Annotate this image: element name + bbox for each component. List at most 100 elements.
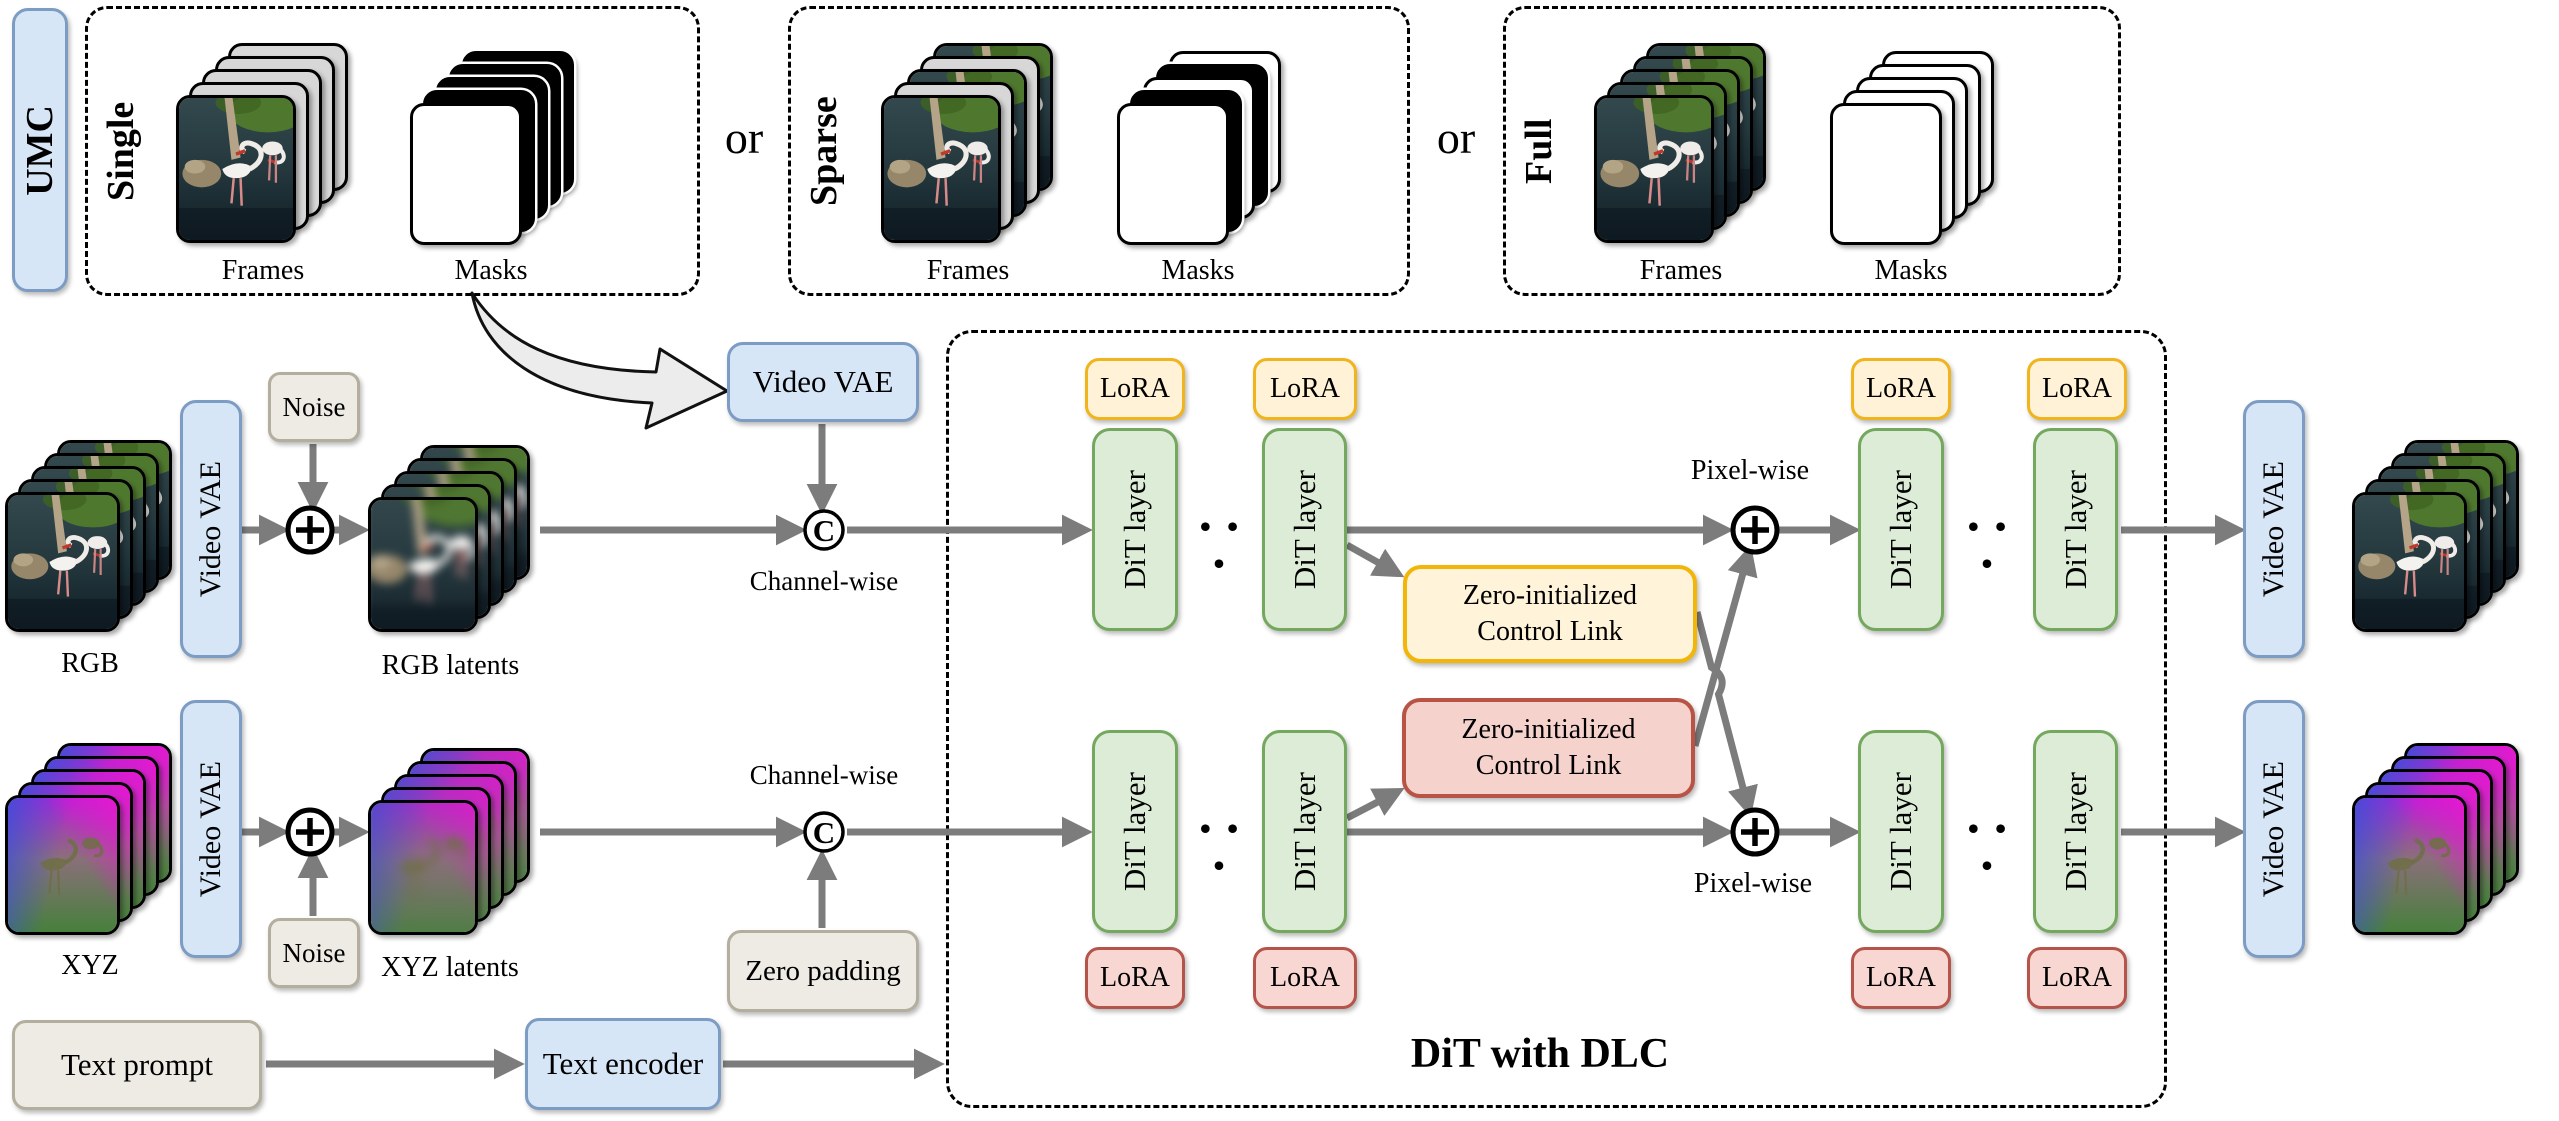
condition-box-full: Full <box>1503 6 2121 296</box>
text-encoder-box: Text encoder <box>525 1018 721 1110</box>
control-link-red-line2: Control Link <box>1475 750 1622 781</box>
video-vae-rgb-in-label: Video VAE <box>194 460 227 598</box>
single-frames-label: Frames <box>221 255 305 286</box>
video-vae-xyz-out: Video VAE <box>2243 700 2305 958</box>
dit-layer-rgb-2-label: DiT layer <box>1286 469 1322 590</box>
full-masks-label: Masks <box>1874 255 1948 286</box>
video-vae-rgb-out: Video VAE <box>2243 400 2305 658</box>
dit-dlc-box <box>946 330 2167 1108</box>
control-link-red-line1: Zero-initialized <box>1461 713 1636 745</box>
lora-rgb-3-label: LoRA <box>1866 373 1936 404</box>
ellipsis-rgb-left: • • • <box>1199 508 1243 581</box>
stack-frame-photo <box>881 95 1001 243</box>
video-vae-rgb-out-label: Video VAE <box>2257 460 2290 598</box>
rgb-input-stack <box>5 440 172 632</box>
xyz-input-stack <box>5 743 172 935</box>
rgb-output-stack <box>2352 440 2519 632</box>
video-vae-xyz-in-label: Video VAE <box>194 760 227 898</box>
rgb-latents-label: RGB latents <box>381 650 520 681</box>
single-masks-stack <box>410 51 574 245</box>
condition-sparse-label: Sparse <box>803 96 845 206</box>
lora-xyz-4: LoRA <box>2027 947 2127 1009</box>
umc-to-vae-curved-arrow <box>470 291 729 430</box>
lora-xyz-4-label: LoRA <box>2042 962 2112 993</box>
video-vae-condition: Video VAE <box>727 342 919 422</box>
stack-frame-photo <box>176 95 296 243</box>
text-encoder-label: Text encoder <box>542 1046 704 1081</box>
video-vae-rgb-in: Video VAE <box>180 400 242 658</box>
stack-frame-white <box>410 103 522 245</box>
svg-text:C: C <box>813 513 835 548</box>
dit-layer-xyz-1-label: DiT layer <box>1117 771 1152 892</box>
umc-badge: UMC <box>12 8 68 292</box>
single-frames-stack <box>176 43 348 243</box>
stack-frame-latent-xyz <box>368 800 478 935</box>
stack-frame-photo <box>1594 95 1714 243</box>
lora-xyz-3-label: LoRA <box>1866 962 1936 993</box>
lora-xyz-2: LoRA <box>1253 947 1357 1009</box>
add-circle-xyz-noise <box>285 807 335 857</box>
add-circle-rgb-noise <box>285 505 335 555</box>
lora-rgb-4: LoRA <box>2027 358 2127 420</box>
video-vae-xyz-in: Video VAE <box>180 700 242 958</box>
dit-layer-xyz-3-label: DiT layer <box>1883 771 1918 892</box>
lora-rgb-3: LoRA <box>1851 358 1951 420</box>
dit-layer-xyz-2: DiT layer <box>1262 730 1347 933</box>
pixel-wise-label-bottom: Pixel-wise <box>1693 868 1813 899</box>
noise-rgb-label: Noise <box>282 391 346 422</box>
concat-symbols: C C <box>803 509 845 853</box>
stack-frame-xyz <box>5 795 120 935</box>
condition-box-single: Single Frames Masks <box>85 6 700 296</box>
dit-layer-xyz-1: DiT layer <box>1092 730 1178 933</box>
stack-frame-latent-photo <box>368 497 478 632</box>
xyz-input-label: XYZ <box>61 950 119 981</box>
dit-dlc-title: DiT with DLC <box>1410 1031 1670 1077</box>
control-link-yellow: Zero-initialized Control Link <box>1403 565 1697 663</box>
lora-rgb-2-label: LoRA <box>1270 373 1340 404</box>
concat-circle-top: C <box>803 509 845 551</box>
control-link-red-label: Zero-initialized Control Link <box>1461 712 1635 785</box>
dit-layer-rgb-4-label: DiT layer <box>2057 469 2093 590</box>
lora-xyz-1-label: LoRA <box>1100 962 1170 993</box>
noise-box-rgb: Noise <box>268 372 360 442</box>
lora-xyz-2-label: LoRA <box>1270 962 1340 993</box>
rgb-input-label: RGB <box>61 648 119 679</box>
dit-layer-rgb-3-label: DiT layer <box>1883 469 1918 590</box>
ellipsis-rgb-right: • • • <box>1967 508 2011 581</box>
xyz-latents-label: XYZ latents <box>381 952 519 983</box>
single-masks-label: Masks <box>454 255 528 286</box>
dit-layer-rgb-2: DiT layer <box>1262 428 1347 631</box>
lora-rgb-4-label: LoRA <box>2042 373 2112 404</box>
condition-box-sparse: Sparse <box>788 6 1410 296</box>
sparse-masks-label: Masks <box>1161 255 1235 286</box>
stack-frame-white <box>1830 103 1942 245</box>
ellipsis-xyz-left: • • • <box>1199 810 1243 883</box>
control-link-yellow-line2: Control Link <box>1477 616 1623 647</box>
stack-frame-xyz <box>2352 795 2467 935</box>
dit-layer-xyz-2-label: DiT layer <box>1286 771 1322 892</box>
dit-layer-rgb-3: DiT layer <box>1858 428 1944 631</box>
lora-xyz-1: LoRA <box>1085 947 1185 1009</box>
or-label-1: or <box>724 112 764 163</box>
dit-layer-xyz-4-label: DiT layer <box>2057 771 2093 892</box>
stack-frame-photo <box>5 492 120 632</box>
text-prompt-label: Text prompt <box>61 1047 213 1082</box>
umc-label: UMC <box>19 104 61 196</box>
noise-box-xyz: Noise <box>268 918 360 988</box>
dit-layer-rgb-1-label: DiT layer <box>1117 469 1152 590</box>
pixel-wise-label-top: Pixel-wise <box>1690 455 1810 486</box>
svg-text:C: C <box>813 815 835 850</box>
lora-rgb-2: LoRA <box>1253 358 1357 420</box>
dit-layer-xyz-4: DiT layer <box>2033 730 2118 933</box>
zero-padding-label: Zero padding <box>745 954 901 987</box>
noise-xyz-label: Noise <box>282 937 346 968</box>
sparse-masks-stack <box>1117 51 1281 245</box>
stack-frame-photo <box>2352 492 2467 632</box>
concat-circle-bottom: C <box>803 811 845 853</box>
dit-layer-xyz-3: DiT layer <box>1858 730 1944 933</box>
sparse-frames-stack <box>881 43 1053 243</box>
xyz-output-stack <box>2352 743 2519 935</box>
video-vae-condition-label: Video VAE <box>752 364 894 399</box>
condition-full-label: Full <box>1518 118 1560 184</box>
